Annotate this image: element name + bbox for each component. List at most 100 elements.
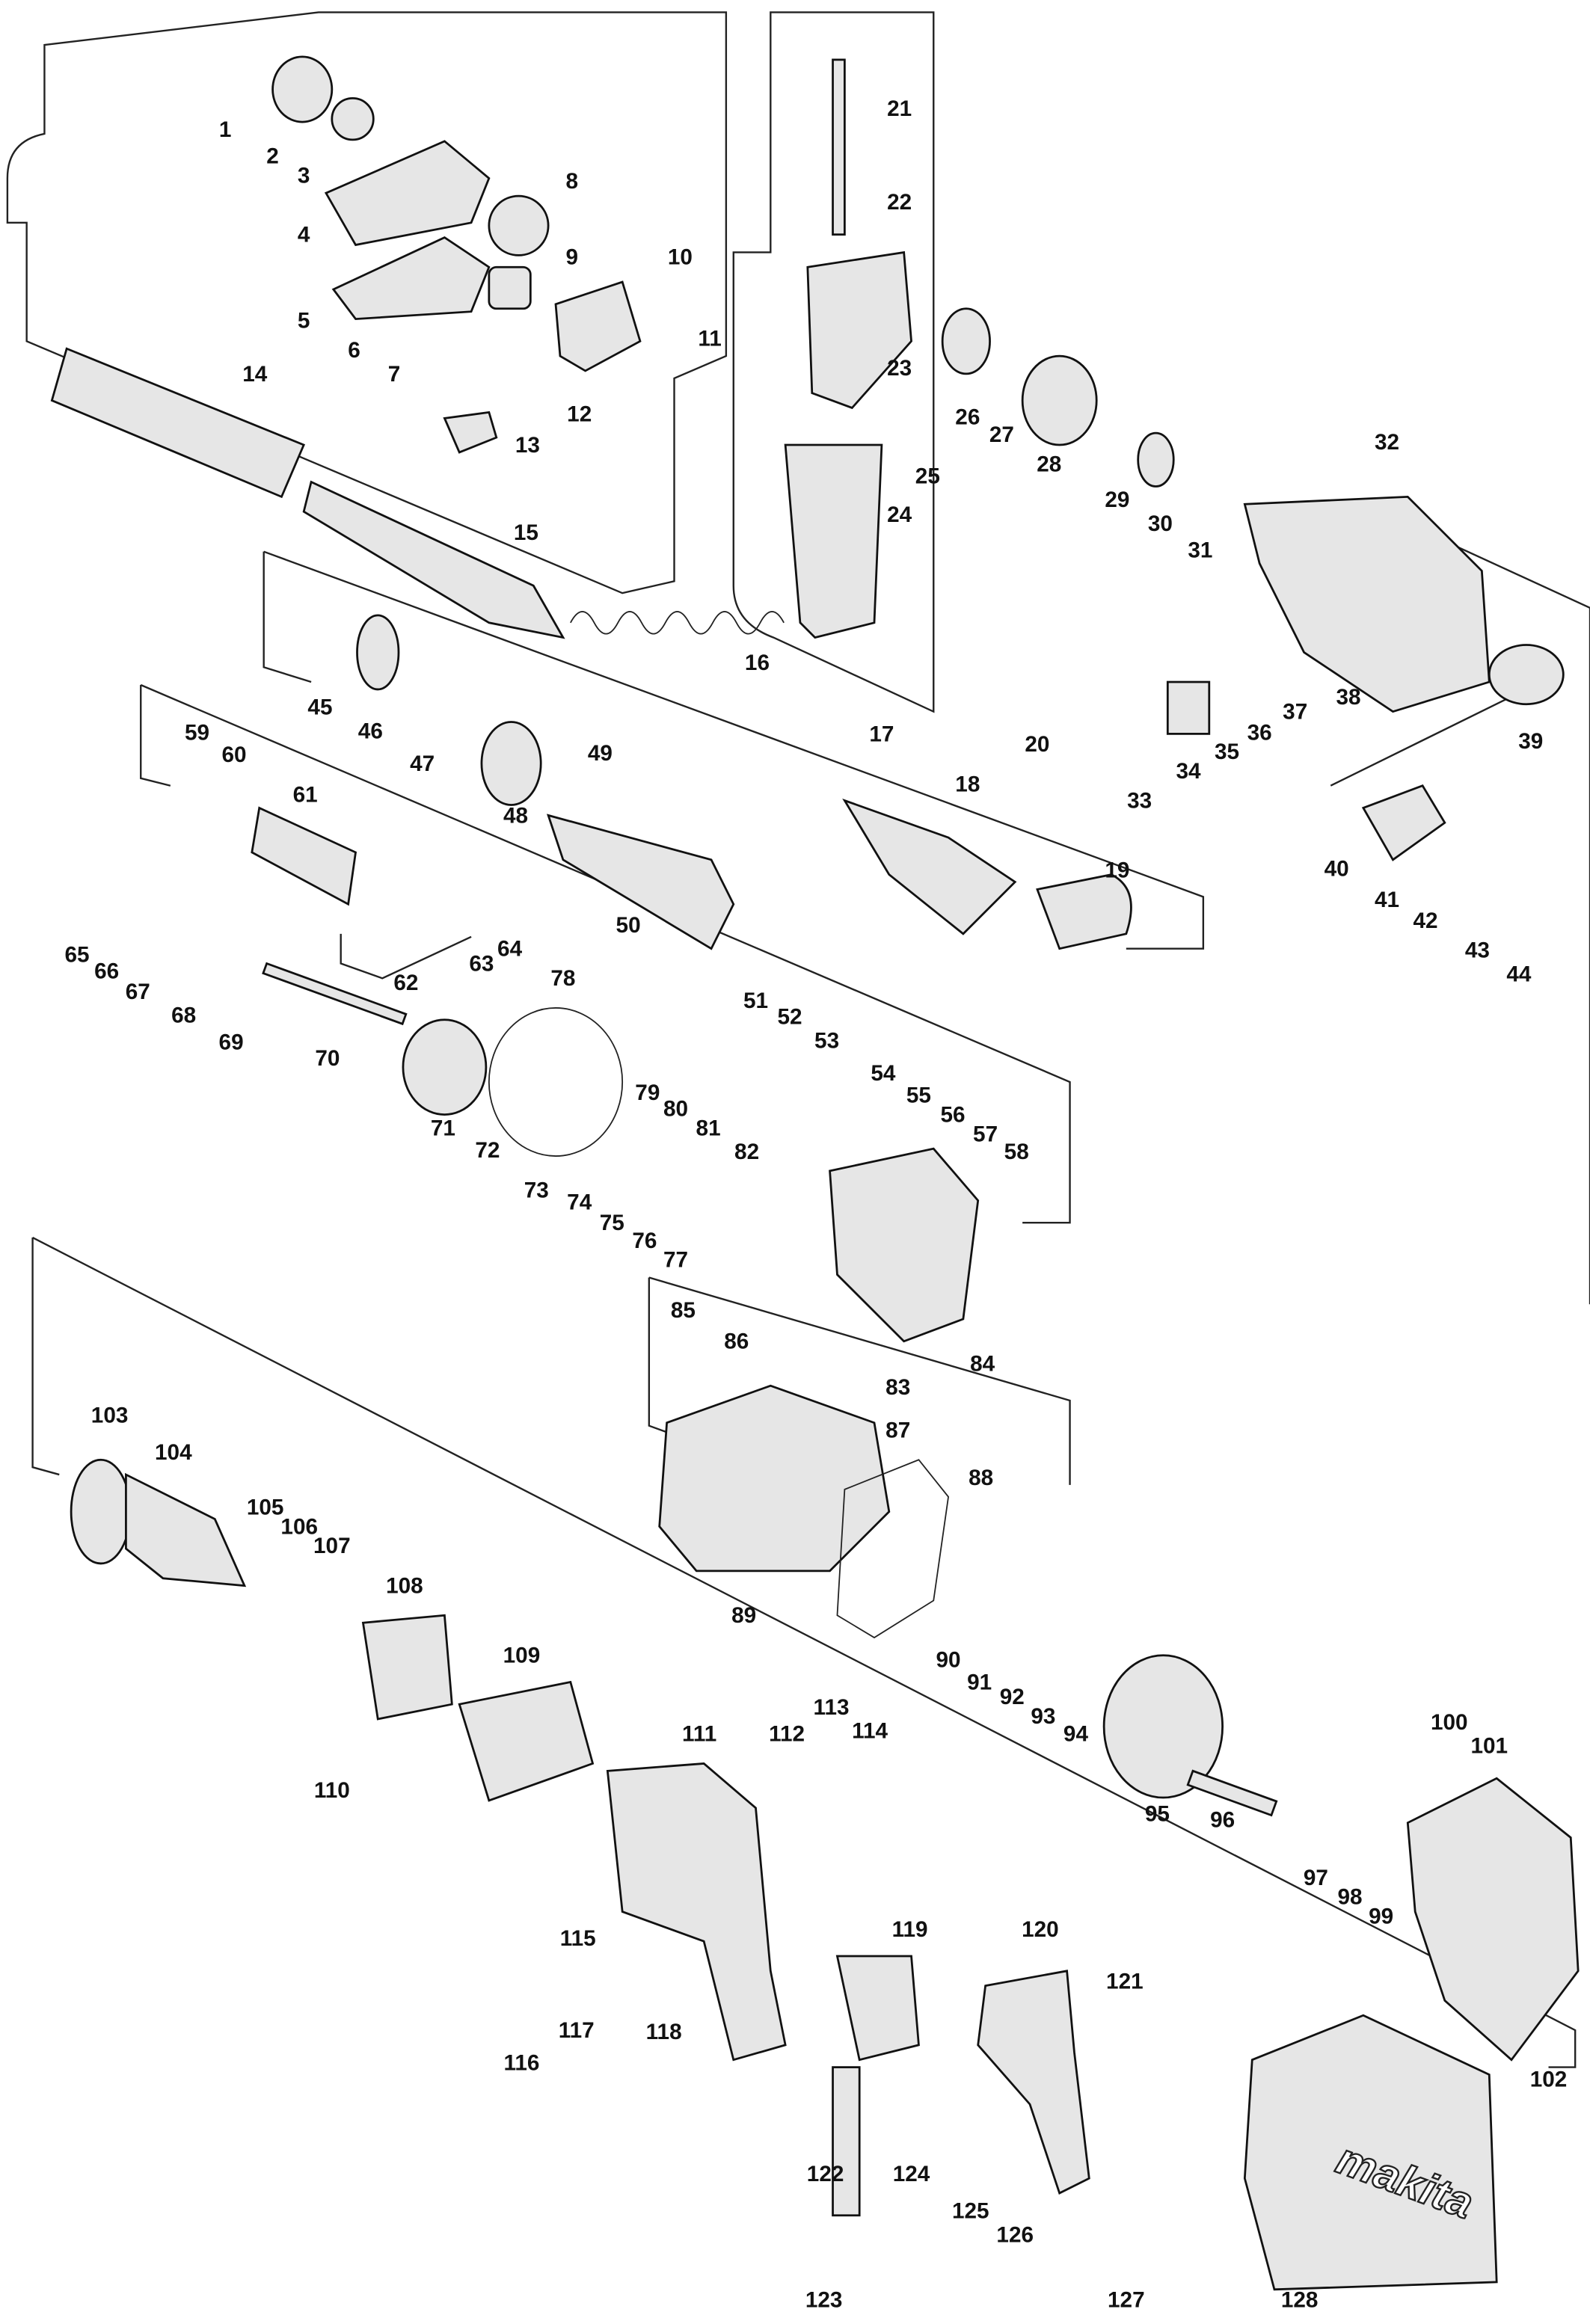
frame-side-handle-group [732, 11, 935, 713]
part-label-51: 51 [743, 989, 768, 1013]
part-label-47: 47 [410, 751, 435, 776]
part-label-5: 5 [298, 308, 310, 333]
part-label-71: 71 [431, 1116, 455, 1140]
part-label-91: 91 [967, 1670, 992, 1694]
part-label-90: 90 [936, 1648, 961, 1673]
part-label-124: 124 [893, 2162, 930, 2186]
part-label-109: 109 [503, 1644, 541, 1668]
part-crank-71 [402, 1018, 488, 1116]
part-wing-bolt [443, 411, 498, 454]
part-label-39: 39 [1518, 729, 1543, 754]
part-label-21: 21 [887, 96, 912, 121]
part-cover-lower [331, 236, 491, 321]
part-label-43: 43 [1465, 938, 1490, 963]
part-label-119: 119 [892, 1917, 928, 1942]
part-label-68: 68 [171, 1003, 196, 1028]
part-label-72: 72 [475, 1138, 500, 1163]
part-label-116: 116 [503, 2051, 539, 2076]
part-label-49: 49 [588, 741, 613, 766]
part-label-92: 92 [1000, 1685, 1025, 1709]
part-label-38: 38 [1336, 685, 1361, 710]
part-label-101: 101 [1470, 1734, 1508, 1759]
part-label-34: 34 [1176, 759, 1202, 784]
part-label-93: 93 [1031, 1704, 1055, 1729]
part-label-12: 12 [567, 402, 592, 426]
part-label-100: 100 [1431, 1710, 1468, 1735]
part-label-63: 63 [469, 951, 494, 976]
part-baffle-108 [361, 1614, 453, 1721]
part-label-87: 87 [885, 1418, 910, 1443]
part-label-120: 120 [1022, 1917, 1059, 1942]
part-label-11: 11 [698, 326, 721, 351]
part-switch-34 [1166, 680, 1211, 735]
part-label-18: 18 [955, 772, 980, 797]
part-label-125: 125 [952, 2199, 989, 2224]
part-label-107: 107 [313, 1534, 351, 1558]
frame-barrel-group [263, 550, 1205, 950]
part-label-78: 78 [550, 966, 575, 991]
part-label-41: 41 [1375, 888, 1399, 912]
part-armature-gear-103 [70, 1458, 132, 1565]
part-grip-clamp-23 [806, 250, 912, 410]
part-label-9: 9 [566, 245, 579, 269]
part-piston-61 [251, 806, 357, 906]
part-label-80: 80 [663, 1097, 688, 1122]
frame-dust-cover-group [6, 11, 728, 594]
part-label-3: 3 [298, 163, 310, 188]
part-label-24: 24 [887, 502, 912, 527]
part-fan-filter [488, 194, 550, 256]
part-holder-10 [554, 280, 642, 372]
part-tube-122 [832, 2066, 861, 2217]
part-label-99: 99 [1369, 1904, 1393, 1928]
part-label-60: 60 [222, 743, 247, 767]
part-label-29: 29 [1105, 488, 1129, 512]
part-label-66: 66 [94, 959, 119, 983]
part-label-103: 103 [91, 1404, 129, 1428]
part-label-76: 76 [632, 1229, 657, 1253]
part-motor-housing-101 [1406, 1777, 1580, 2062]
part-label-45: 45 [307, 695, 332, 720]
part-label-81: 81 [696, 1116, 721, 1140]
part-label-6: 6 [348, 338, 360, 363]
part-label-8: 8 [566, 169, 579, 194]
part-label-13: 13 [515, 433, 540, 458]
part-switch-119 [835, 1955, 920, 2062]
part-label-112: 112 [769, 1722, 805, 1747]
part-label-58: 58 [1004, 1140, 1029, 1164]
part-label-20: 20 [1025, 732, 1049, 757]
part-label-40: 40 [1325, 857, 1349, 882]
part-dust-case-128 [1243, 2014, 1498, 2291]
part-label-118: 118 [646, 2020, 682, 2044]
part-label-73: 73 [524, 1178, 549, 1203]
part-label-22: 22 [887, 190, 912, 215]
part-hose-18 [842, 798, 1017, 935]
part-label-64: 64 [497, 937, 523, 962]
part-label-97: 97 [1304, 1866, 1328, 1890]
part-label-83: 83 [885, 1375, 910, 1400]
part-label-77: 77 [663, 1248, 688, 1273]
frame-motor-group [31, 1236, 1577, 2068]
part-label-121: 121 [1106, 1970, 1144, 1994]
part-label-111: 111 [682, 1722, 716, 1747]
part-cylinder-50 [546, 814, 735, 950]
part-ring-2 [331, 96, 375, 141]
part-shaft-96 [1186, 1769, 1278, 1817]
part-label-14: 14 [242, 362, 268, 387]
part-label-98: 98 [1337, 1885, 1362, 1910]
part-label-25: 25 [915, 464, 940, 489]
part-label-88: 88 [969, 1466, 993, 1490]
part-label-28: 28 [1037, 452, 1061, 477]
part-label-10: 10 [668, 245, 693, 269]
group-frames [6, 11, 1590, 2068]
part-label-105: 105 [247, 1495, 284, 1520]
part-label-4: 4 [298, 223, 310, 248]
part-label-74: 74 [567, 1190, 592, 1214]
part-sleeve-28 [1021, 354, 1098, 446]
part-label-115: 115 [560, 1926, 596, 1951]
part-label-84: 84 [970, 1351, 995, 1376]
part-label-61: 61 [293, 783, 318, 808]
part-label-50: 50 [616, 913, 641, 938]
part-label-42: 42 [1413, 909, 1438, 933]
part-label-2: 2 [266, 144, 279, 169]
